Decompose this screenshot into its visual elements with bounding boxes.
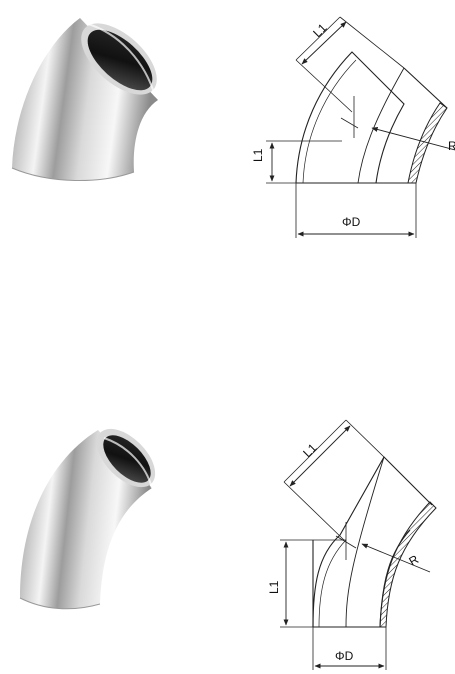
pipe-elbow-45-photo [11,18,158,181]
figure-1: L1 L1 ΦD R [11,16,455,238]
l1-side-label-1: L1 [251,148,265,162]
diameter-label-1: ΦD [342,215,361,229]
pipe-elbow-45-long-photo [19,428,156,610]
elbow-drawing-1 [266,16,455,238]
elbow-drawing-2 [280,419,437,670]
radius-label-2: R [407,552,422,569]
radius-label-1: R [448,139,455,153]
l1-top-label-2: L1 [300,441,320,461]
figure-2: L1 L1 ΦD R [19,419,437,670]
l1-side-label-2: L1 [267,580,281,594]
diameter-label-2: ΦD [335,649,354,663]
l1-top-label-1: L1 [310,21,330,41]
